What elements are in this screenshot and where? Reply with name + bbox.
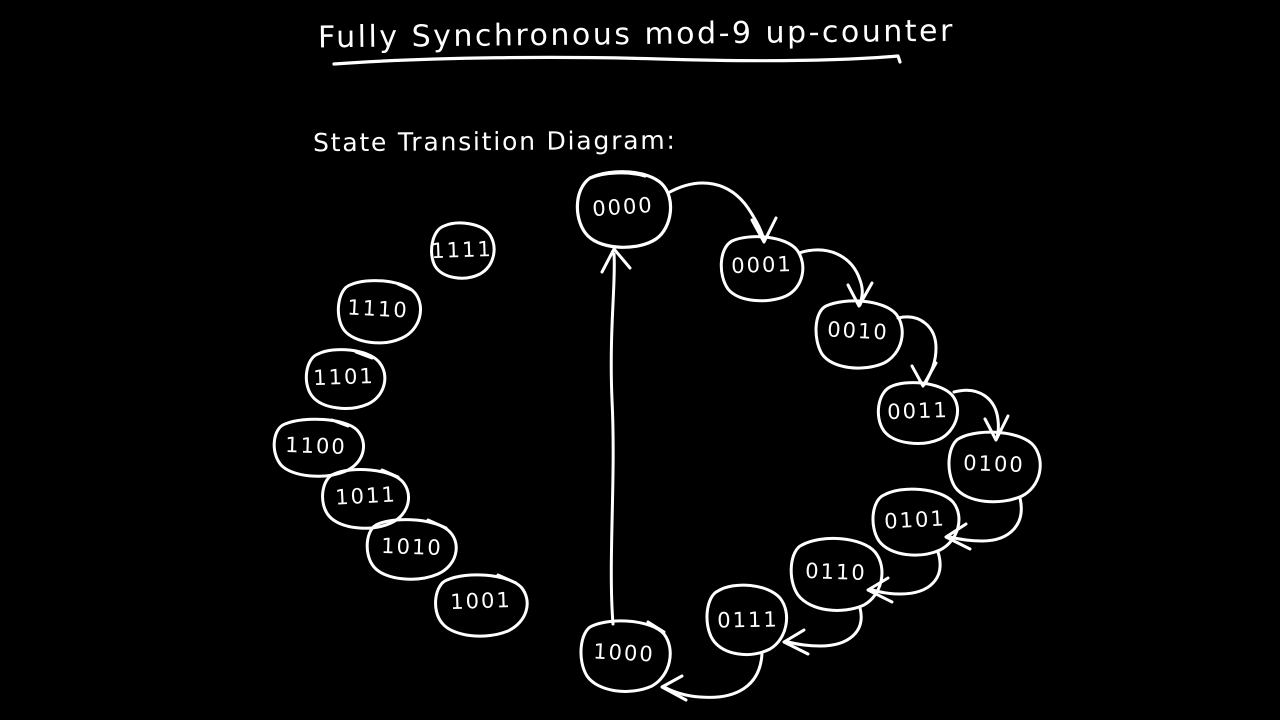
state-bubble-1100[interactable]	[272, 417, 366, 478]
transition-0101-to-0110	[870, 550, 942, 596]
state-bubble-1010[interactable]	[365, 518, 458, 581]
state-bubble-1001[interactable]	[434, 573, 529, 638]
arrowhead-0101	[944, 522, 972, 551]
title-underline	[332, 54, 902, 66]
state-bubble-1101[interactable]	[304, 348, 387, 410]
state-bubble-0100[interactable]	[947, 430, 1042, 504]
arrowhead-0100	[983, 414, 1010, 442]
state-bubble-1011[interactable]	[321, 468, 411, 530]
state-bubble-0011[interactable]	[876, 381, 960, 445]
state-bubble-0010[interactable]	[814, 299, 904, 370]
arrowhead-0111	[782, 628, 810, 656]
page-title: Fully Synchronous mod-9 up-counter	[317, 13, 956, 56]
arrowhead-0011	[910, 361, 938, 388]
state-bubble-1000[interactable]	[579, 619, 672, 693]
arrowhead-0010	[846, 281, 874, 308]
transition-0110-to-0111	[786, 606, 863, 648]
transition-0000-to-0001	[666, 181, 766, 242]
state-bubble-0000[interactable]	[575, 170, 673, 249]
transition-0111-to-1000	[664, 652, 764, 699]
arrowhead-0001	[750, 216, 778, 244]
transition-0100-to-0101	[948, 496, 1023, 543]
transition-0011-to-0100	[952, 388, 1000, 440]
arrowhead-0000	[600, 247, 632, 274]
section-heading: State Transition Diagram:	[312, 125, 677, 158]
transition-0001-to-0010	[797, 248, 864, 307]
state-bubble-1111[interactable]	[430, 221, 496, 280]
state-bubble-0111[interactable]	[705, 583, 789, 656]
state-bubble-1110[interactable]	[336, 279, 422, 345]
arrowhead-0110	[866, 576, 894, 604]
state-bubble-0001[interactable]	[719, 235, 805, 303]
state-bubble-0101[interactable]	[871, 487, 961, 557]
state-bubble-0110[interactable]	[789, 536, 884, 612]
arrowhead-1000	[660, 674, 688, 702]
transition-1000-to-0000	[609, 252, 616, 626]
